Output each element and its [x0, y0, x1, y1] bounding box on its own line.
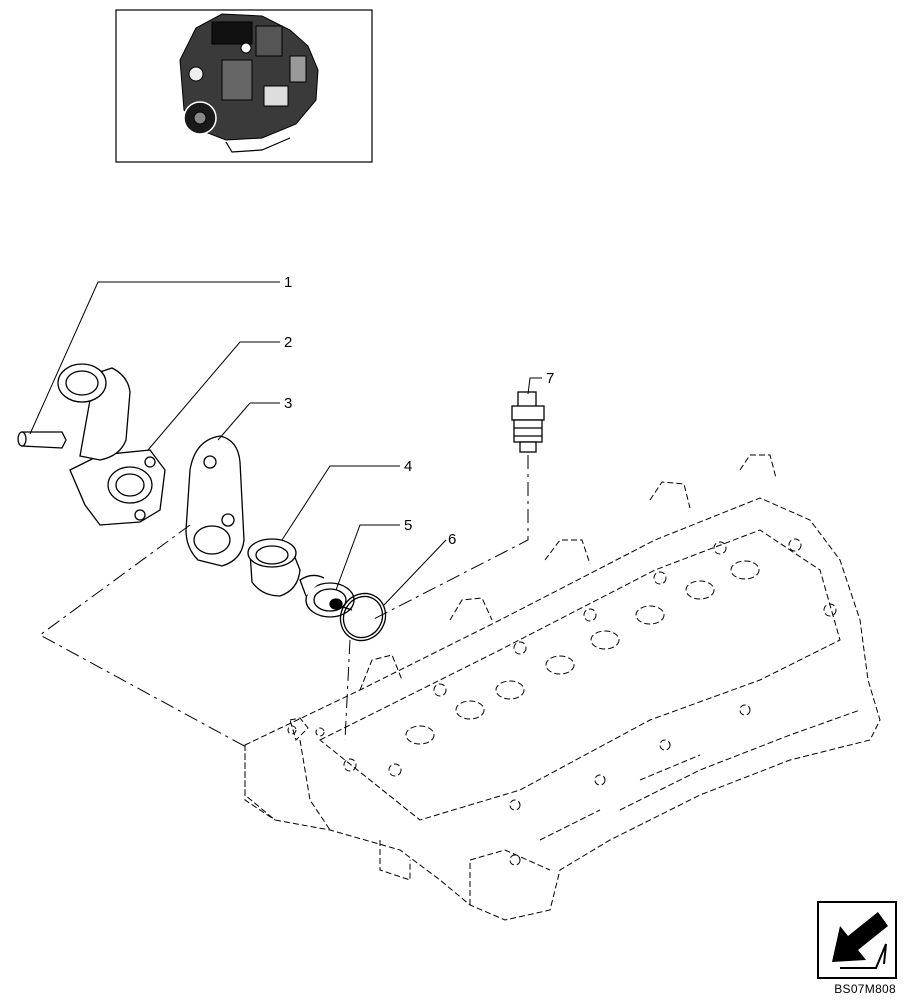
callout-3: 3	[284, 395, 292, 412]
assembly-lines	[39, 455, 529, 749]
callout-6: 6	[448, 531, 456, 548]
part-3-gasket	[185, 435, 245, 567]
arrow-down-left-icon[interactable]	[817, 901, 897, 979]
leader-lines	[29, 281, 542, 606]
part-7-temperature-sender	[511, 391, 545, 453]
cylinder-head	[244, 454, 881, 921]
callout-5: 5	[404, 517, 412, 534]
drawing-code: BS07M808	[834, 982, 896, 996]
callout-2: 2	[284, 334, 292, 351]
callout-4: 4	[404, 458, 412, 475]
part-5-thermostat	[299, 574, 355, 618]
part-6-o-ring	[339, 592, 387, 642]
part-4-seal	[247, 538, 301, 597]
callout-1: 1	[284, 274, 292, 291]
engine-thumbnail-icon[interactable]	[115, 9, 373, 163]
callout-7: 7	[546, 370, 554, 387]
part-1-outlet-elbow	[17, 363, 166, 526]
